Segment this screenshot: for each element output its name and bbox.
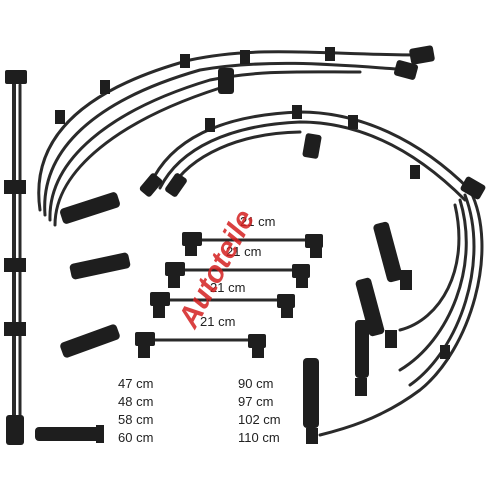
short-cable-3 (150, 292, 295, 318)
length-left-4: 60 cm (118, 430, 153, 445)
length-left-3: 58 cm (118, 412, 153, 427)
length-legend-right: 90 cm 97 cm 102 cm 110 cm (238, 376, 281, 445)
length-left-1: 47 cm (118, 376, 153, 391)
short-cable-4 (135, 332, 266, 358)
length-right-4: 110 cm (238, 430, 280, 445)
left-spark-plug-boots (35, 192, 131, 443)
short-cable-label-4: 21 cm (200, 314, 235, 329)
upper-long-cables (37, 45, 435, 227)
length-left-2: 48 cm (118, 394, 153, 409)
length-right-2: 97 cm (238, 394, 273, 409)
length-right-1: 90 cm (238, 376, 273, 391)
short-cable-label-3: 21 cm (210, 280, 245, 295)
short-cable-label-2: 21 cm (226, 244, 261, 259)
right-long-cables (318, 165, 486, 437)
length-legend-left: 47 cm 48 cm 58 cm 60 cm (118, 376, 153, 445)
left-cable-bundle (4, 70, 27, 445)
middle-cables (139, 105, 472, 202)
short-cable-1 (182, 232, 323, 258)
length-right-3: 102 cm (238, 412, 281, 427)
right-spark-plug-boots (303, 221, 412, 444)
short-cable-2 (165, 262, 310, 288)
short-cable-label-1: 21 cm (240, 214, 275, 229)
